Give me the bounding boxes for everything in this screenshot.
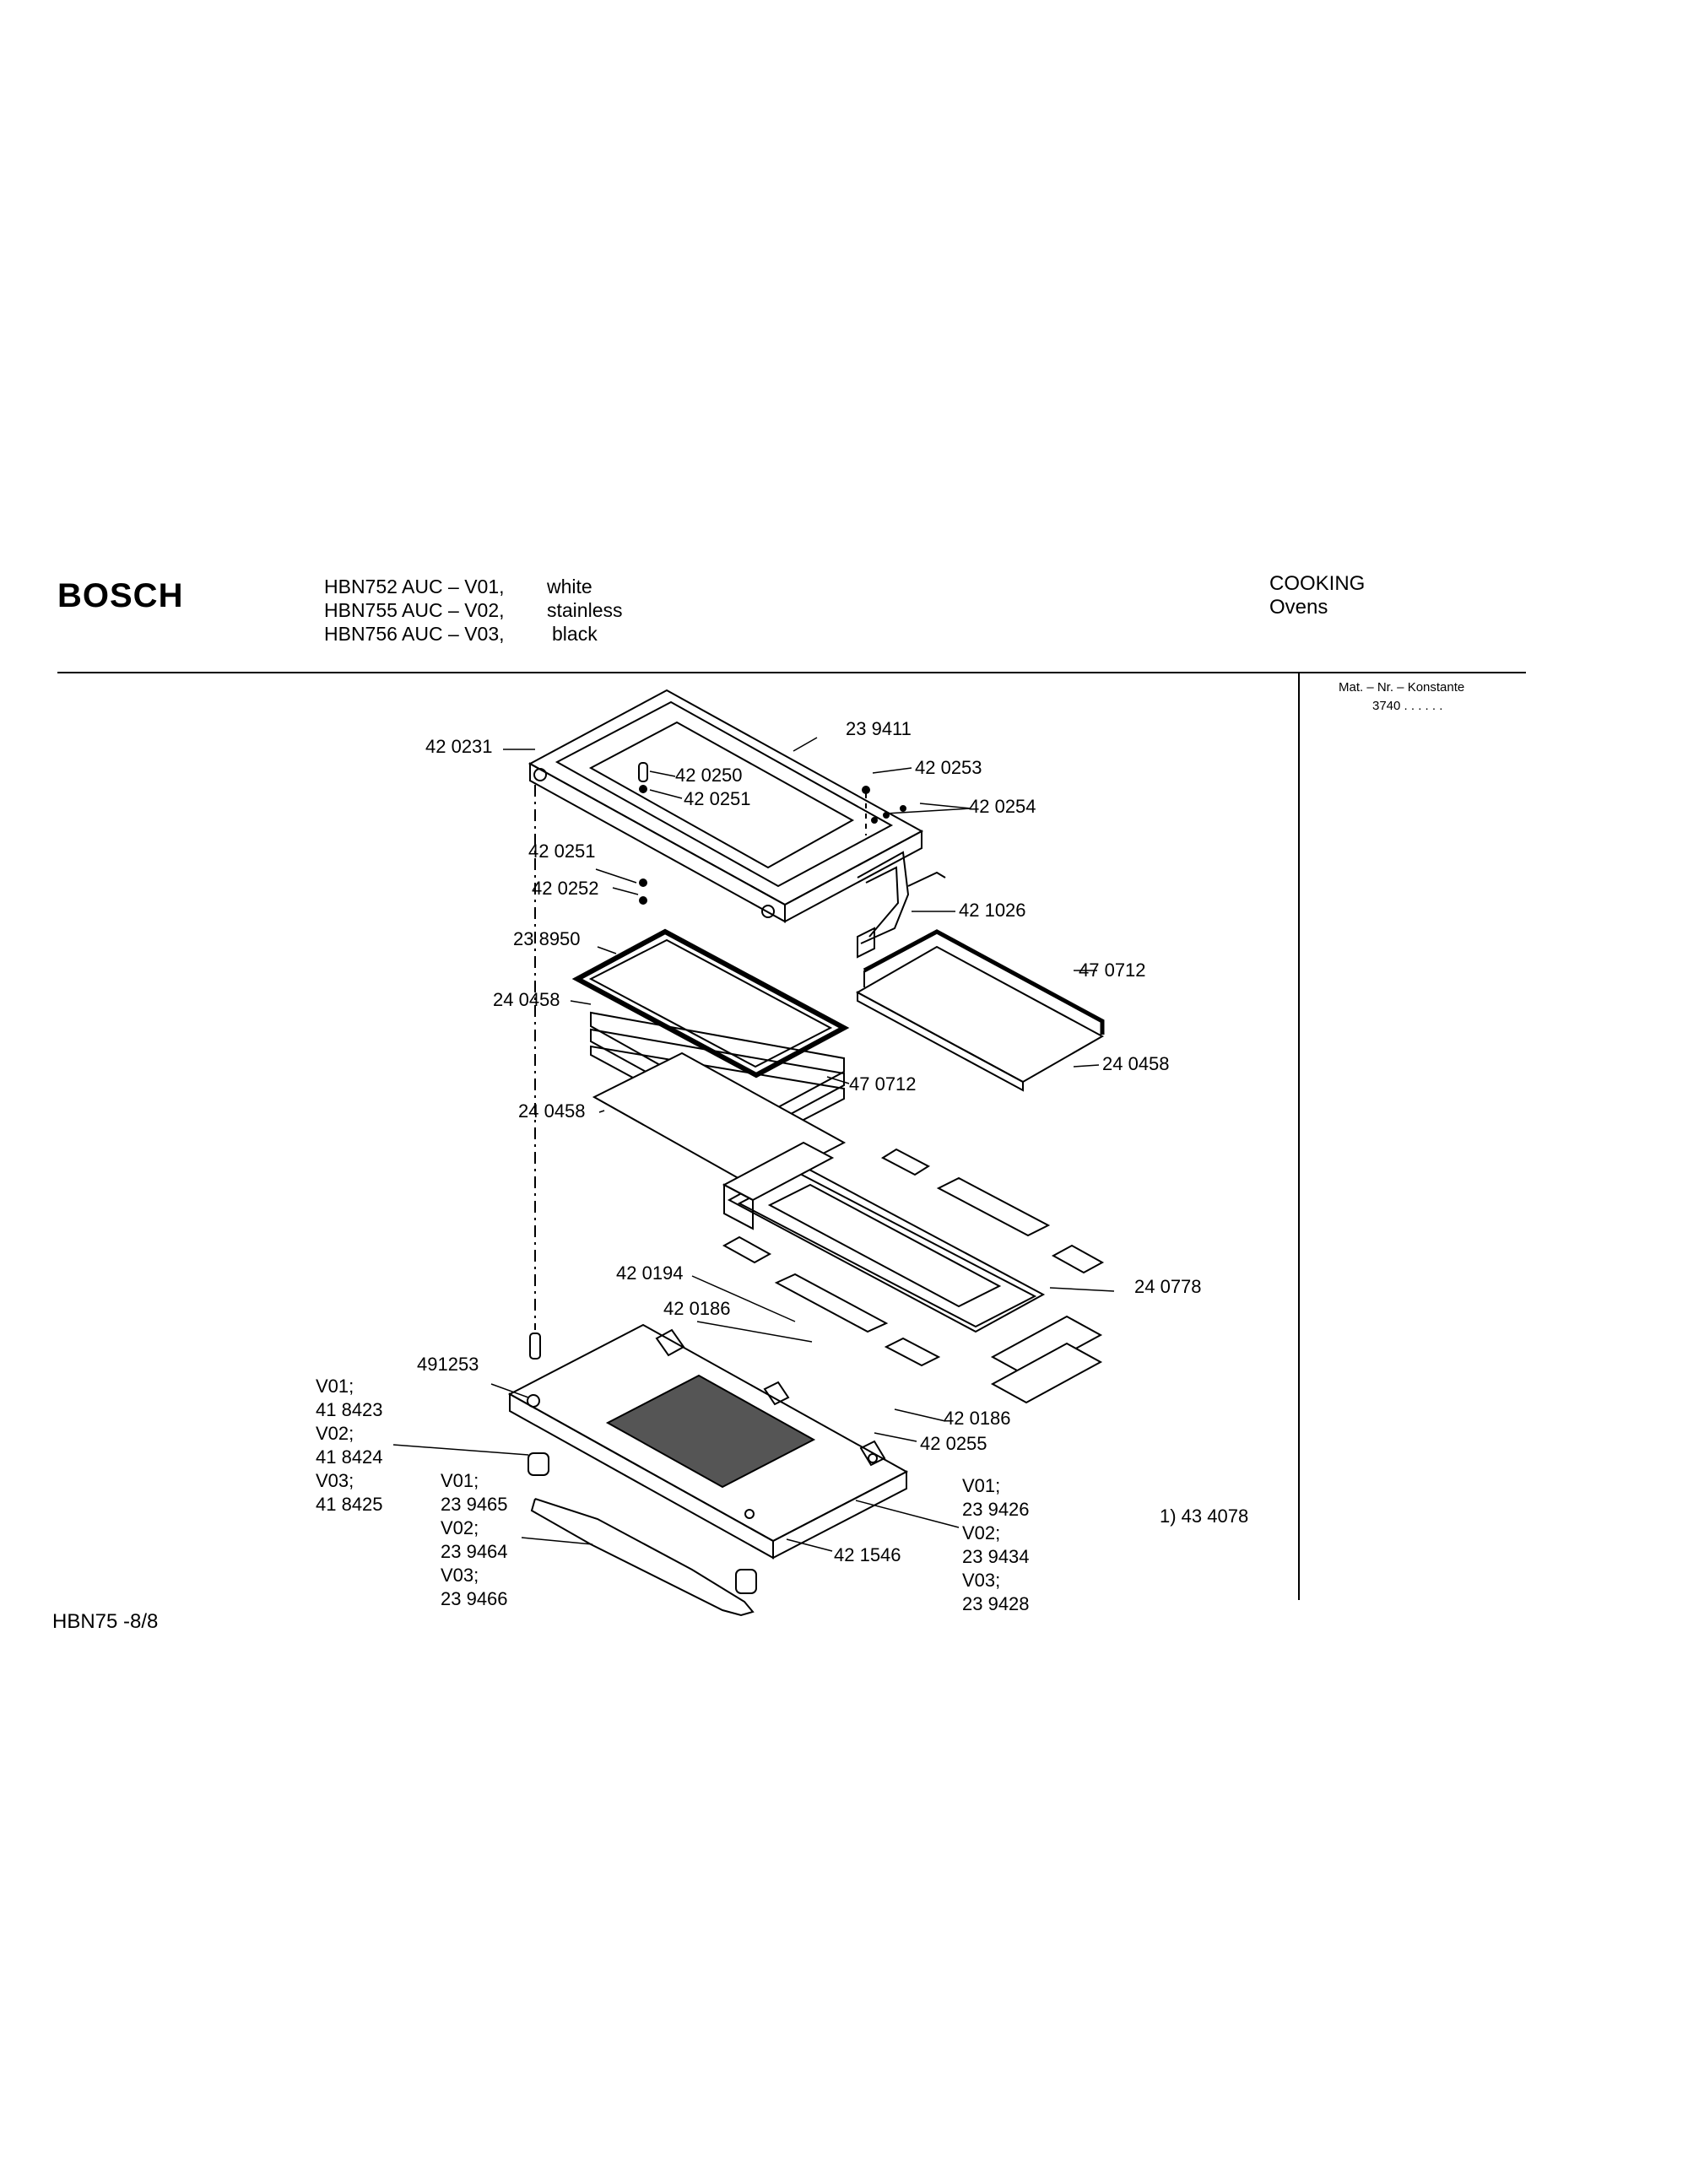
top-frame-part xyxy=(528,689,924,923)
part-label: 24 0458 xyxy=(493,989,560,1010)
variant-right-5: V03; xyxy=(962,1570,1001,1591)
part-label: 24 0778 xyxy=(1134,1276,1202,1297)
header-divider xyxy=(57,672,1526,673)
model-line-2: HBN755 AUC – V02, xyxy=(324,599,505,621)
variant-left-4: 41 8424 xyxy=(316,1446,383,1468)
model-color-1: white xyxy=(547,576,592,597)
leader-lines xyxy=(392,737,1115,1552)
variant-mid-2: 23 9465 xyxy=(441,1494,508,1515)
part-label: 24 0458 xyxy=(518,1100,586,1122)
subcategory: Ovens xyxy=(1269,596,1328,619)
variant-left-5: V03; xyxy=(316,1470,354,1491)
insulation-frame xyxy=(722,1141,1105,1404)
part-label: 42 0251 xyxy=(684,788,751,809)
hinge-part xyxy=(857,851,946,959)
part-label: 42 0252 xyxy=(532,878,599,899)
variant-mid-1: V01; xyxy=(441,1470,479,1491)
variant-left-2: 41 8423 xyxy=(316,1399,383,1420)
variant-left-1: V01; xyxy=(316,1376,354,1397)
sidebar-divider xyxy=(1298,672,1300,1600)
part-label: 23 8950 xyxy=(513,928,581,949)
part-label: 23 9411 xyxy=(846,718,912,739)
part-label: 42 0255 xyxy=(920,1433,987,1454)
part-label: 47 0712 xyxy=(849,1073,917,1095)
part-label: 42 0254 xyxy=(969,796,1036,817)
model-line-3: HBN756 AUC – V03, xyxy=(324,623,505,645)
brand-logo: BOSCH xyxy=(57,577,184,614)
bottom-panel xyxy=(507,1323,909,1560)
part-label: 47 0712 xyxy=(1079,960,1146,981)
variant-left-3: V02; xyxy=(316,1423,354,1444)
model-color-3: black xyxy=(552,623,598,645)
mat-value: 3740 . . . . . . xyxy=(1372,699,1443,713)
part-label: 42 0251 xyxy=(528,841,596,862)
variant-left-6: 41 8425 xyxy=(316,1494,383,1515)
part-label: 42 0186 xyxy=(663,1298,731,1319)
part-label: 42 1546 xyxy=(834,1544,901,1565)
part-label: 42 1026 xyxy=(959,900,1026,921)
variant-right-4: 23 9434 xyxy=(962,1546,1030,1567)
part-label: 42 0231 xyxy=(425,736,493,757)
part-label: 24 0458 xyxy=(1102,1053,1170,1074)
variant-right-6: 23 9428 xyxy=(962,1593,1030,1614)
footnote-part: 1) 43 4078 xyxy=(1160,1506,1249,1527)
part-label: 42 0186 xyxy=(944,1408,1011,1429)
category: COOKING xyxy=(1269,572,1366,595)
top-fasteners xyxy=(638,762,906,905)
part-label: 42 0253 xyxy=(915,757,982,778)
mat-label: Mat. – Nr. – Konstante xyxy=(1339,680,1465,695)
variant-right-3: V02; xyxy=(962,1522,1001,1543)
page-footer: HBN75 -8/8 xyxy=(52,1610,159,1633)
model-color-2: stainless xyxy=(547,599,623,621)
right-glass-panel xyxy=(855,929,1105,1092)
part-label: 491253 xyxy=(417,1354,479,1375)
model-line-1: HBN752 AUC – V01, xyxy=(324,576,505,597)
variant-mid-6: 23 9466 xyxy=(441,1588,508,1609)
part-label: 42 0194 xyxy=(616,1262,684,1284)
variant-right-1: V01; xyxy=(962,1475,1001,1496)
variant-mid-3: V02; xyxy=(441,1517,479,1538)
bottom-strip xyxy=(528,1333,757,1617)
part-label: 42 0250 xyxy=(675,765,743,786)
variant-mid-4: 23 9464 xyxy=(441,1541,508,1562)
variant-right-2: 23 9426 xyxy=(962,1499,1030,1520)
variant-mid-5: V03; xyxy=(441,1565,479,1586)
